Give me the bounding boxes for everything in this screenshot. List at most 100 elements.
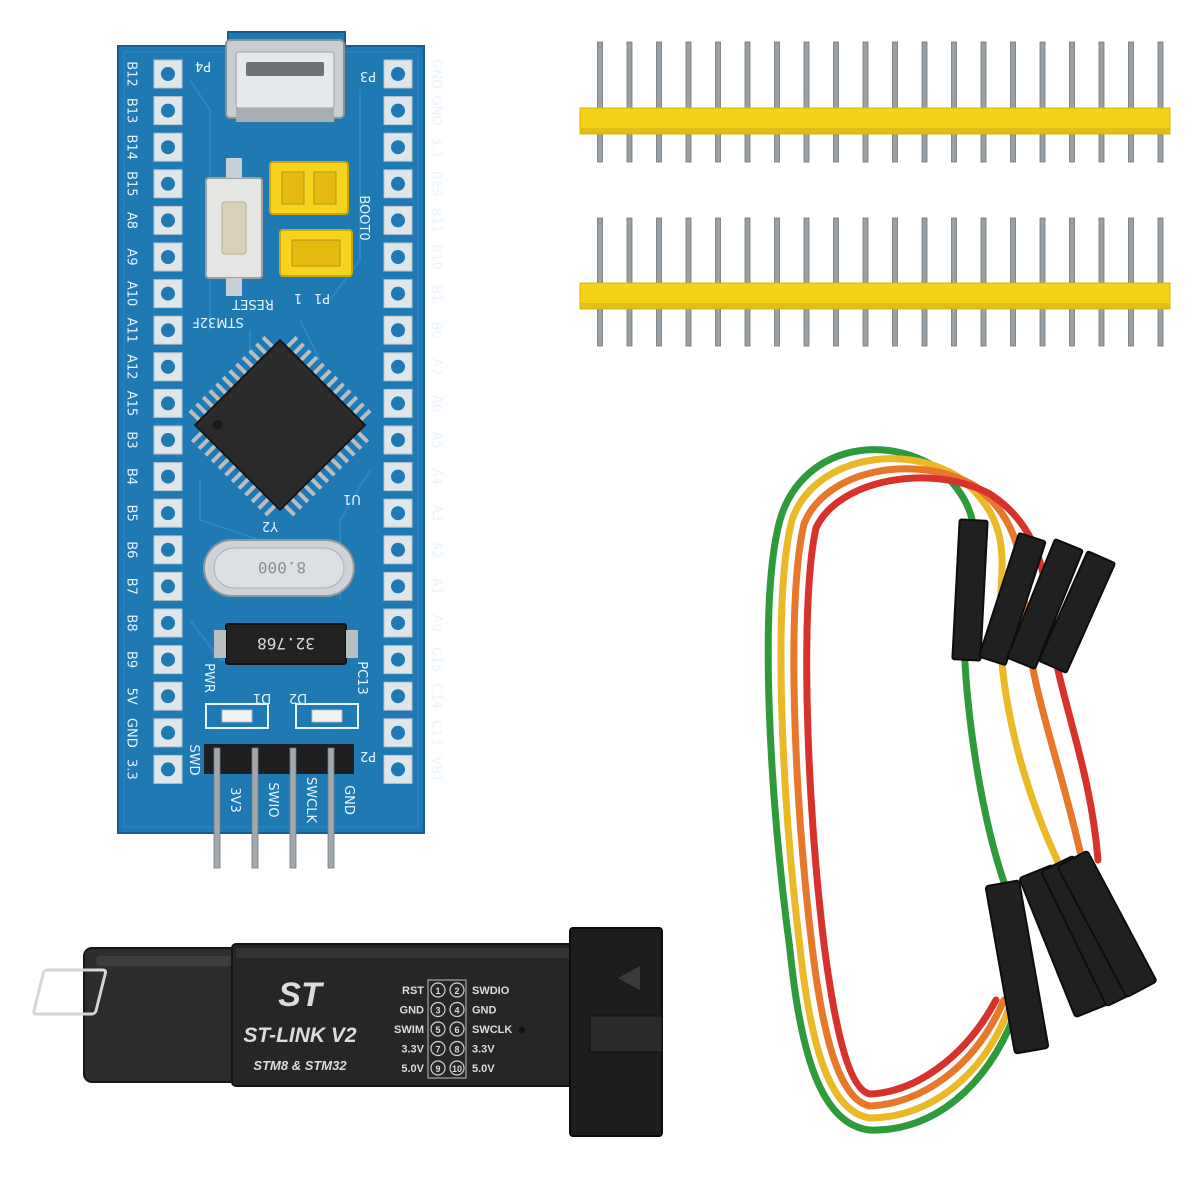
- label-reset: RESET: [232, 296, 274, 311]
- header-pin: [803, 217, 810, 347]
- pin-pad: [153, 608, 183, 638]
- pinout-frame: [427, 979, 467, 1079]
- header-pin: [951, 217, 957, 347]
- left-pin-label: B13: [124, 98, 139, 123]
- swd-pin-label: SWIO: [265, 782, 280, 817]
- pin-hole: [391, 616, 405, 630]
- left-pin-label: B7: [124, 578, 139, 595]
- left-pin-label: A10: [124, 281, 139, 306]
- header-pin: [1098, 41, 1105, 163]
- label-p1: P1: [314, 290, 330, 305]
- header-pin: [715, 217, 721, 347]
- pin-pad: [383, 169, 413, 199]
- left-pin-label: B9: [124, 651, 139, 668]
- swd-header: [204, 744, 354, 869]
- header-pin: [656, 217, 662, 347]
- dupont-connectors-bottom: [984, 850, 1157, 1055]
- left-pin-label: B5: [124, 505, 139, 522]
- right-pin-label: A4: [429, 468, 444, 485]
- label-swd: SWD: [186, 744, 201, 775]
- micro-usb-port: [225, 39, 345, 122]
- pin-hole: [391, 433, 405, 447]
- pin-circle: [449, 982, 465, 998]
- pin-number: 10: [452, 1064, 462, 1074]
- header-pin: [1010, 41, 1016, 163]
- pin-hole: [161, 359, 175, 374]
- st-logo-text: ST: [278, 976, 325, 1014]
- pinout-left-label: SWIM: [394, 1024, 424, 1036]
- header-pin: [1010, 217, 1016, 347]
- pin-number: 3: [435, 1006, 440, 1016]
- header-plastic-shadow: [580, 303, 1170, 309]
- pin-hole: [391, 725, 405, 740]
- pin-labels-right: GNDGND3.3RESB11B10B1B0A7A6A5A4A3A2A1A0C1…: [429, 59, 444, 782]
- jumper-wires: [764, 446, 1102, 1134]
- dupont-connectors-top: [951, 518, 1116, 674]
- right-pin-label: C14: [429, 683, 444, 709]
- header-pin: [980, 41, 987, 163]
- pin-hole: [161, 396, 175, 411]
- usb-cap-highlight: [96, 956, 232, 966]
- pin-hole: [391, 652, 405, 667]
- pin-number: 7: [435, 1045, 440, 1055]
- header-pin: [597, 217, 603, 347]
- pin-hole: [391, 323, 405, 338]
- header-pin: [803, 41, 810, 163]
- left-pin-label: B8: [124, 614, 139, 631]
- label-u1: U1: [343, 491, 361, 506]
- right-pin-label: 3.3: [429, 137, 444, 158]
- pin-hole: [391, 213, 405, 228]
- label-pc13: PC13: [354, 661, 369, 694]
- pin-number: 2: [454, 986, 459, 996]
- right-pin-label: GND: [429, 59, 444, 89]
- header-pin: [833, 41, 839, 163]
- led-pwr: [205, 703, 269, 729]
- status-led: [519, 1027, 525, 1033]
- header-pin: [1039, 217, 1046, 347]
- pin-pad: [153, 754, 183, 784]
- right-pin-label: VBT: [429, 757, 444, 783]
- header-pins: [597, 217, 1164, 347]
- left-pin-label: B4: [124, 468, 139, 485]
- pin-hole: [161, 286, 175, 301]
- pin-hole: [391, 67, 405, 81]
- pin-hole: [161, 762, 175, 777]
- swd-pin: [213, 747, 221, 869]
- swd-pin-label: GND: [341, 785, 356, 815]
- pin-hole: [161, 103, 175, 118]
- reset-button: [205, 158, 263, 296]
- left-pin-label: 3.3: [124, 759, 139, 780]
- crystal-32khz: [214, 623, 358, 665]
- left-pin-label: A15: [124, 391, 139, 416]
- pin-hole: [161, 67, 175, 81]
- right-pin-label: B0: [429, 322, 444, 339]
- pinout-right-label: SWDIO: [472, 985, 510, 997]
- pin-hole: [391, 140, 405, 155]
- header-pin: [892, 217, 898, 347]
- stlink-body-edge: [236, 948, 578, 958]
- pin-circle: [449, 1001, 465, 1018]
- pinout-left-label: 3.3V: [401, 1044, 424, 1056]
- mcu-leg: [210, 449, 225, 464]
- header-pins: [597, 41, 1164, 163]
- header-pin: [980, 217, 987, 347]
- mcu-leg: [188, 409, 203, 424]
- swd-pin-label: SWCLK: [303, 777, 318, 823]
- header-pin: [862, 217, 869, 347]
- label-p2: P2: [360, 748, 376, 763]
- header-pin: [1128, 41, 1134, 163]
- pin-hole: [161, 616, 175, 630]
- pin-hole: [391, 579, 405, 594]
- crystal-8mhz: [203, 539, 355, 597]
- header-pin: [774, 41, 780, 163]
- right-pin-label: A5: [429, 431, 444, 448]
- pin-number: 8: [454, 1045, 459, 1055]
- right-pin-label: A2: [429, 541, 444, 558]
- header-pin: [862, 41, 869, 163]
- led-pc13: [295, 703, 359, 729]
- header-pin: [951, 41, 957, 163]
- pin-hole: [391, 689, 405, 704]
- pin-hole: [161, 176, 175, 191]
